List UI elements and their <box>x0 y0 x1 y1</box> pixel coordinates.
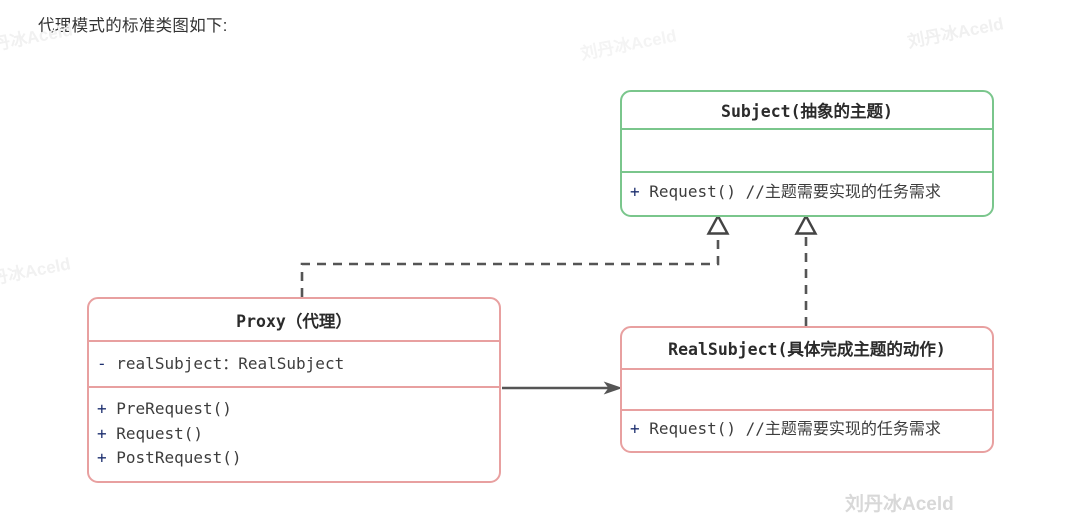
visibility-marker: + <box>97 448 107 468</box>
member-signature: PreRequest() <box>116 398 232 418</box>
visibility-marker: + <box>97 423 107 443</box>
class-attributes-proxy: - realSubject：RealSubject <box>89 340 499 386</box>
class-title-proxy-row: Proxy（代理） <box>89 299 499 340</box>
class-title-subject-row: Subject(抽象的主题) <box>622 92 992 128</box>
member-row: + Request() //主题需要实现的任务需求 <box>630 417 941 442</box>
class-name-realsubject: RealSubject(具体完成主题的动作) <box>668 340 946 359</box>
class-attributes-realsubject <box>622 368 992 409</box>
class-name-subject: Subject(抽象的主题) <box>721 102 893 121</box>
member-row: + Request() <box>97 422 499 447</box>
member-signature: Request() //主题需要实现的任务需求 <box>649 182 941 202</box>
class-methods-realsubject: + Request() //主题需要实现的任务需求 <box>622 409 992 448</box>
realization-proxy-to-subject <box>300 213 730 297</box>
class-methods-proxy: + PreRequest() + Request() + PostRequest… <box>89 386 499 480</box>
visibility-marker: + <box>97 398 107 418</box>
member-row: - realSubject：RealSubject <box>97 352 344 377</box>
member-signature: Request() //主题需要实现的任务需求 <box>649 419 941 439</box>
member-row: + Request() //主题需要实现的任务需求 <box>630 180 941 205</box>
class-box-realsubject[interactable]: RealSubject(具体完成主题的动作) + Request() //主题需… <box>620 326 994 453</box>
member-row: + PreRequest() <box>97 397 499 422</box>
visibility-marker: + <box>630 182 640 202</box>
class-name-proxy: Proxy（代理） <box>236 311 352 331</box>
class-methods-subject: + Request() //主题需要实现的任务需求 <box>622 171 992 212</box>
association-proxy-to-realsubject <box>502 381 623 395</box>
class-title-realsubject-row: RealSubject(具体完成主题的动作) <box>622 328 992 368</box>
member-signature: realSubject：RealSubject <box>116 353 345 373</box>
class-box-proxy[interactable]: Proxy（代理） - realSubject：RealSubject + Pr… <box>87 297 501 483</box>
class-attributes-subject <box>622 128 992 171</box>
visibility-marker: - <box>97 353 107 373</box>
member-row: + PostRequest() <box>97 446 499 471</box>
members-stack: + PreRequest() + Request() + PostRequest… <box>89 388 499 480</box>
class-box-subject[interactable]: Subject(抽象的主题) + Request() //主题需要实现的任务需求 <box>620 90 994 217</box>
page-title: 代理模式的标准类图如下: <box>38 17 228 35</box>
visibility-marker: + <box>630 419 640 439</box>
member-signature: PostRequest() <box>116 448 242 468</box>
member-signature: Request() <box>116 423 203 443</box>
realization-realsubject-to-subject <box>794 213 818 326</box>
